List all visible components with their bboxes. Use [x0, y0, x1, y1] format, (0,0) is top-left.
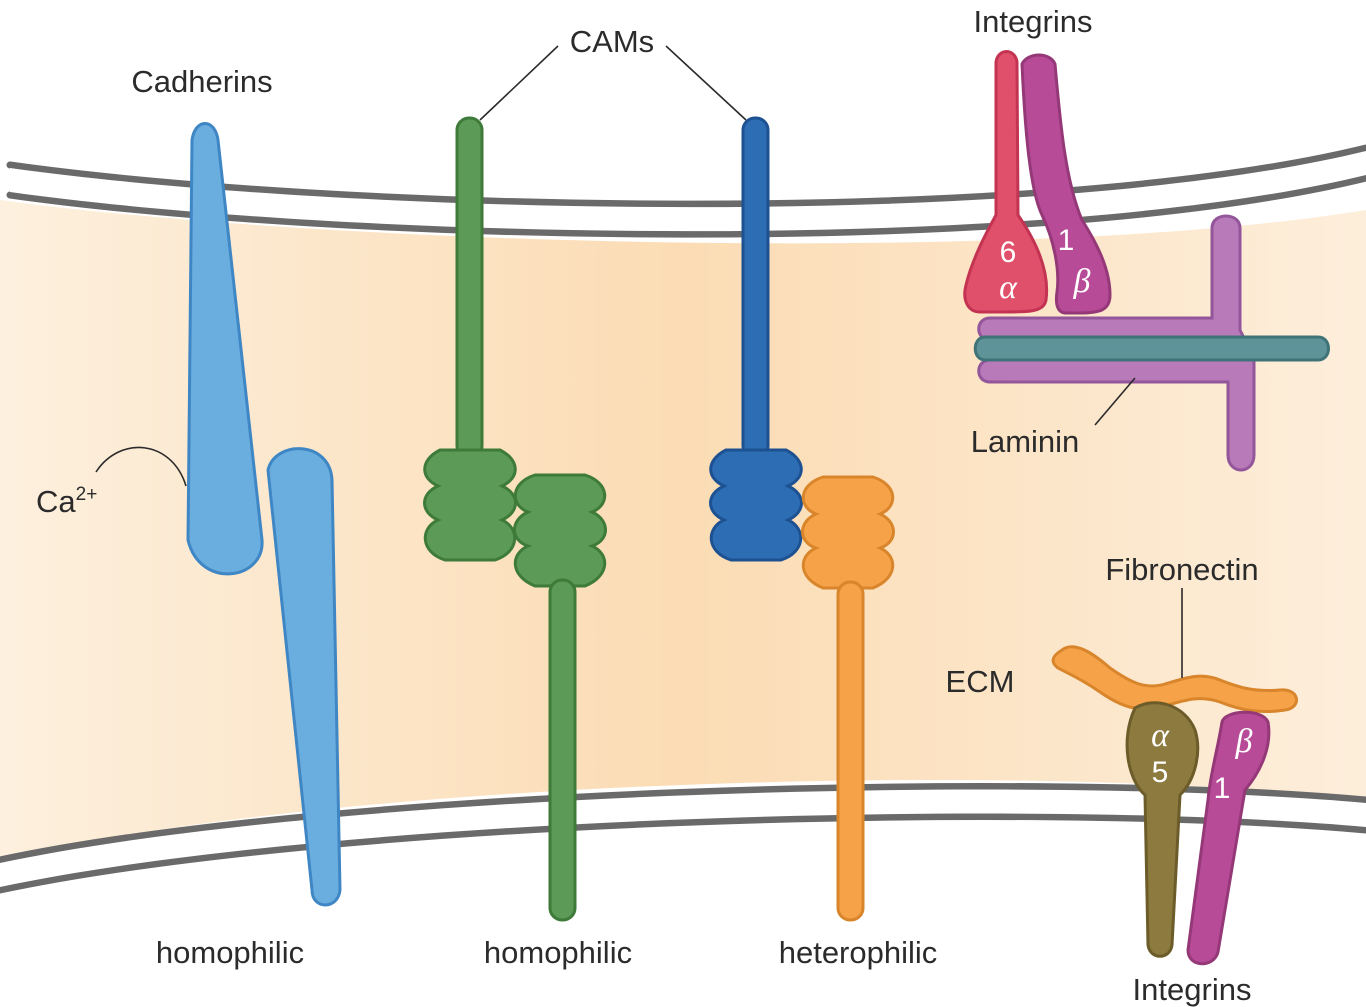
alpha5-symbol: α [1151, 717, 1170, 754]
laminin-label: Laminin [971, 424, 1080, 459]
beta1-number-bottom: 1 [1214, 772, 1231, 805]
cadherins-label: Cadherins [131, 64, 272, 99]
laminin-core [975, 337, 1328, 360]
fibronectin-label: Fibronectin [1105, 552, 1258, 587]
integrins-bottom-label: Integrins [1133, 972, 1252, 1007]
homophilic-label-cadherin: homophilic [156, 935, 304, 970]
cams-label: CAMs [570, 24, 654, 59]
beta1-symbol-top: β [1073, 263, 1091, 300]
ecm-label: ECM [946, 664, 1015, 699]
integrins-top-label: Integrins [974, 4, 1093, 39]
alpha6-number: 6 [1000, 236, 1017, 269]
integrin-alpha6-beta1: 6 α 1 β [965, 52, 1110, 314]
heterophilic-label: heterophilic [779, 935, 938, 970]
alpha6-symbol: α [999, 269, 1018, 306]
alpha5-number: 5 [1152, 756, 1169, 789]
integrin-alpha5-beta1: α 5 β 1 [1127, 703, 1269, 964]
homophilic-label-cam: homophilic [484, 935, 632, 970]
beta1-symbol-bottom: β [1235, 723, 1253, 760]
calcium-charge: 2+ [76, 484, 98, 505]
cams-leader-right [666, 46, 746, 120]
beta1-number-top: 1 [1058, 224, 1075, 257]
calcium-symbol: Ca [36, 484, 76, 519]
cams-leader-left [480, 46, 558, 120]
